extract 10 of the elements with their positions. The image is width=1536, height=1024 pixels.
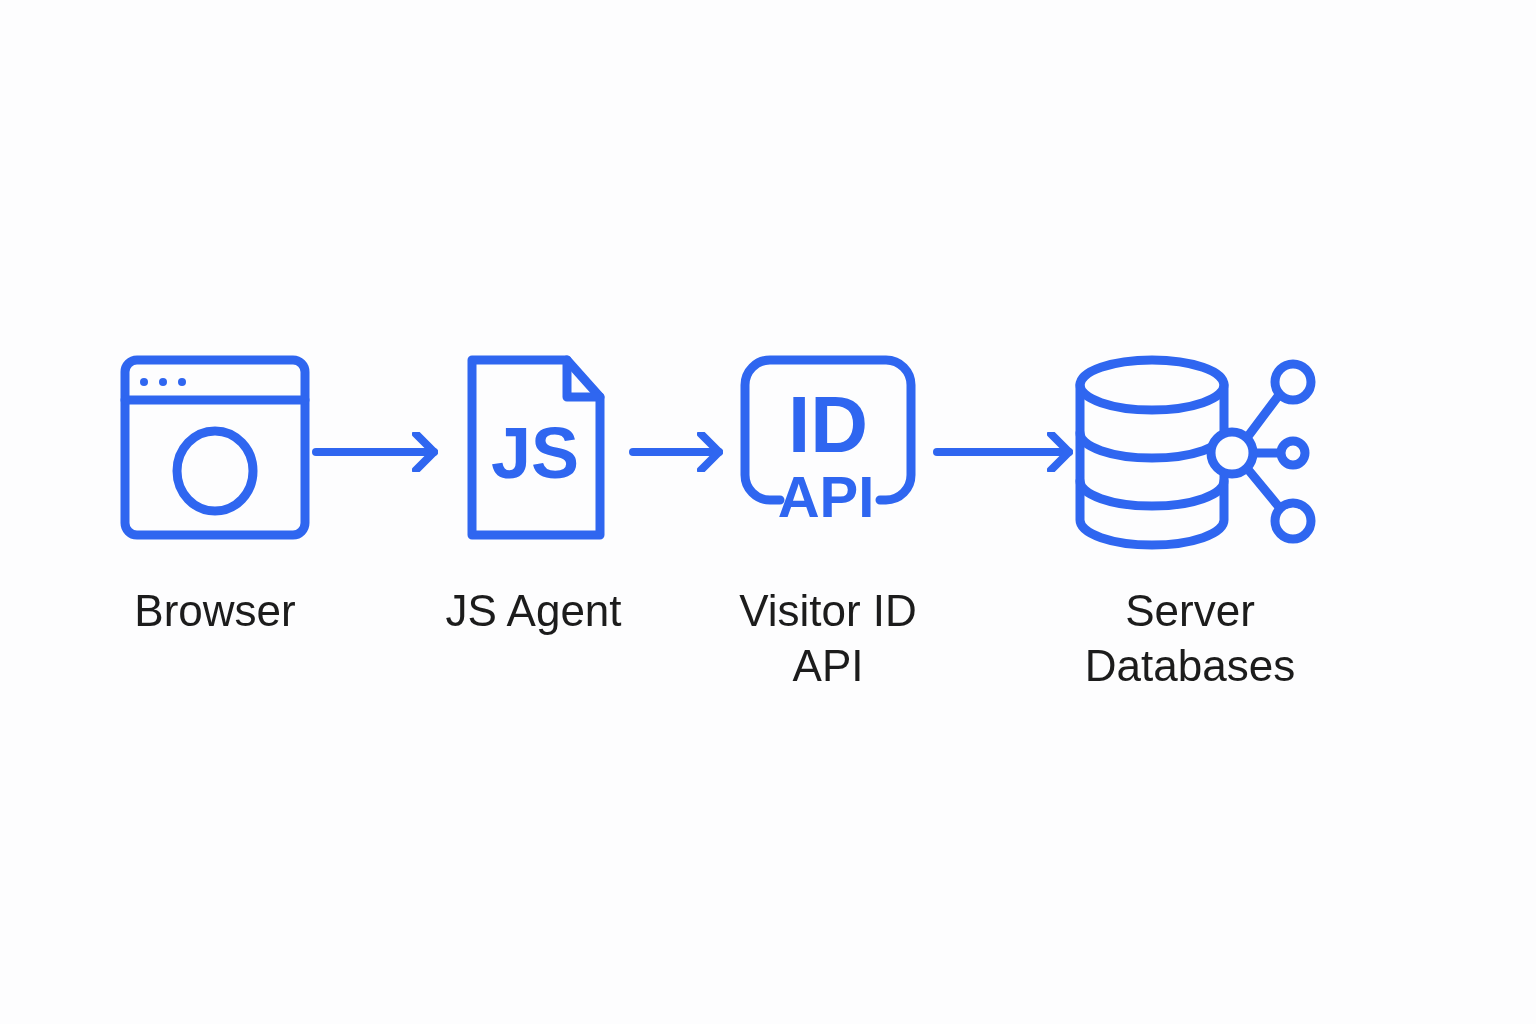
node-label: JS Agent: [444, 585, 623, 637]
arrow: [933, 430, 1073, 474]
icon-text: JS: [489, 417, 581, 489]
icon-text: API: [776, 468, 876, 526]
arrow: [629, 430, 723, 474]
node-label: Visitor ID API: [738, 585, 918, 692]
arrow: [312, 430, 438, 474]
node-label: Server Databases: [1083, 585, 1297, 692]
node-label: Browser: [133, 585, 297, 637]
icon-text: ID: [787, 385, 869, 465]
